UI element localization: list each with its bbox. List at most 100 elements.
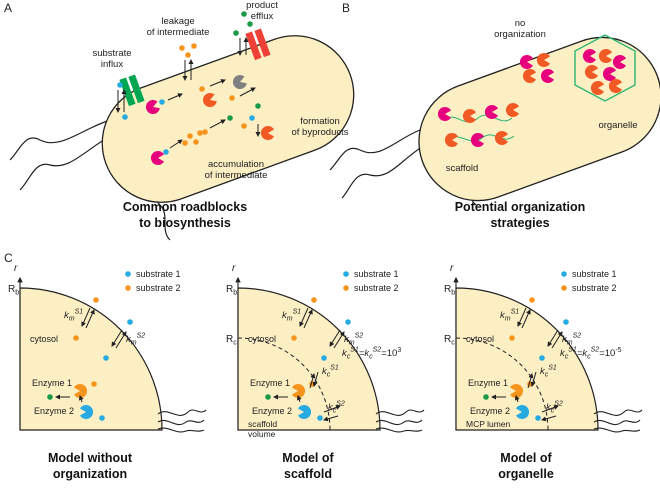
product-dot: [483, 394, 489, 400]
legend-substrate2-dot: [343, 285, 349, 291]
flagellum: [593, 419, 641, 426]
cytosol-label: cytosol: [30, 334, 58, 344]
svg-text:substrate: substrate: [92, 48, 131, 59]
r-axis-label: r: [450, 263, 454, 274]
svg-text:kmS2: kmS2: [126, 333, 145, 347]
panel-a-labels: substrate influx leakage of intermediate…: [92, 0, 348, 181]
svg-text:scaffold: scaffold: [446, 163, 479, 174]
svg-text:leakage: leakage: [161, 16, 194, 27]
flagellum: [593, 427, 641, 433]
legend-substrate1: substrate 1: [354, 269, 399, 279]
flagellum: [157, 427, 205, 433]
flagellum: [375, 427, 423, 433]
legend-substrate2-dot: [561, 285, 567, 291]
organelle-hexagon: [574, 34, 636, 102]
km-s2: kmS2: [126, 333, 145, 347]
model-title: Model of organelle: [498, 451, 554, 481]
substrate1-outside: [345, 319, 351, 325]
product-dot: [265, 394, 271, 400]
svg-text:influx: influx: [101, 59, 123, 70]
substrate2-outside: [529, 297, 535, 303]
flagellum: [593, 409, 643, 416]
svg-text:kmS2: kmS2: [562, 333, 581, 347]
svg-text:accumulation: accumulation: [208, 159, 264, 170]
svg-text:of byproducts: of byproducts: [291, 127, 348, 138]
scaffold: [437, 103, 519, 147]
mcp-lumen-label: MCP lumen: [466, 419, 511, 429]
svg-text:organization: organization: [494, 29, 546, 40]
r-axis-label: r: [14, 263, 18, 274]
model-title: Model of scaffold: [282, 451, 334, 481]
panel-a-title: Common roadblocks to biosynthesis: [123, 200, 247, 230]
substrate1-outside: [127, 319, 133, 325]
scaffold-volume-label-2: volume: [248, 429, 276, 439]
cytosol-label: cytosol: [248, 334, 276, 344]
substrate2-inside: [509, 335, 515, 341]
svg-text:organelle: organelle: [598, 120, 637, 131]
cytosol-label: cytosol: [466, 334, 494, 344]
svg-text:product: product: [246, 0, 278, 11]
rc-label: Rc: [226, 334, 237, 347]
svg-text:organization: organization: [53, 467, 127, 481]
substrate2-outside: [311, 297, 317, 303]
r-axis-label: r: [232, 263, 236, 274]
enzyme1-label: Enzyme 1: [250, 378, 290, 388]
svg-text:Model without: Model without: [48, 451, 133, 465]
influx-transporter: [119, 77, 136, 107]
svg-text:Potential organization: Potential organization: [455, 200, 586, 214]
km-s2: kmS2: [562, 333, 581, 347]
svg-text:efflux: efflux: [251, 11, 274, 22]
enzyme2-label: Enzyme 2: [470, 406, 510, 416]
rc-label: Rc: [444, 334, 455, 347]
legend-substrate2: substrate 2: [136, 283, 181, 293]
model-title: Model without organization: [48, 451, 133, 481]
panel-label-a: A: [4, 1, 12, 15]
enzyme2-label: Enzyme 2: [34, 406, 74, 416]
legend-substrate1: substrate 1: [572, 269, 617, 279]
rc-boundary: [455, 337, 549, 431]
substrate2-inside: [291, 335, 297, 341]
enzyme1-label: Enzyme 1: [468, 378, 508, 388]
legend-substrate1-dot: [125, 271, 131, 277]
svg-text:of intermediate: of intermediate: [205, 170, 268, 181]
legend-substrate2-dot: [125, 285, 131, 291]
legend-substrate2: substrate 2: [354, 283, 399, 293]
svg-text:scaffold: scaffold: [284, 467, 332, 481]
svg-text:strategies: strategies: [490, 216, 549, 230]
panel-label-c: C: [4, 251, 13, 265]
substrate1-inside: [539, 355, 545, 361]
enzyme1-label: Enzyme 1: [32, 378, 72, 388]
rb-label: Rb: [8, 284, 19, 297]
substrate1-inside: [321, 355, 327, 361]
svg-text:to biosynthesis: to biosynthesis: [139, 216, 231, 230]
panel-label-b: B: [342, 1, 350, 15]
km-s2: kmS2: [344, 333, 363, 347]
legend-substrate1-dot: [343, 271, 349, 277]
panel-b-cell: [329, 36, 660, 206]
flagellum: [157, 409, 207, 416]
svg-text:Common roadblocks: Common roadblocks: [123, 200, 247, 214]
product-dot: [47, 394, 53, 400]
legend-substrate2: substrate 2: [572, 283, 617, 293]
flagellum: [375, 419, 423, 426]
svg-text:Model of: Model of: [500, 451, 552, 465]
substrate2-near-enzyme: [91, 381, 97, 387]
substrate1-inside: [103, 355, 109, 361]
svg-text:Model of: Model of: [282, 451, 334, 465]
svg-text:kmS2: kmS2: [344, 333, 363, 347]
rb-label: Rb: [444, 284, 455, 297]
svg-text:of intermediate: of intermediate: [147, 27, 210, 38]
svg-text:organelle: organelle: [498, 467, 554, 481]
rb-label: Rb: [226, 284, 237, 297]
substrate1-near-enzyme: [535, 415, 541, 421]
substrate1-outside: [563, 319, 569, 325]
substrate1-near-enzyme: [317, 415, 323, 421]
scaffold-volume-label: scaffold: [248, 419, 277, 429]
panel-b-labels: no organization organelle scaffold: [446, 18, 638, 174]
flagellum: [157, 419, 205, 426]
enzyme2-label: Enzyme 2: [252, 406, 292, 416]
